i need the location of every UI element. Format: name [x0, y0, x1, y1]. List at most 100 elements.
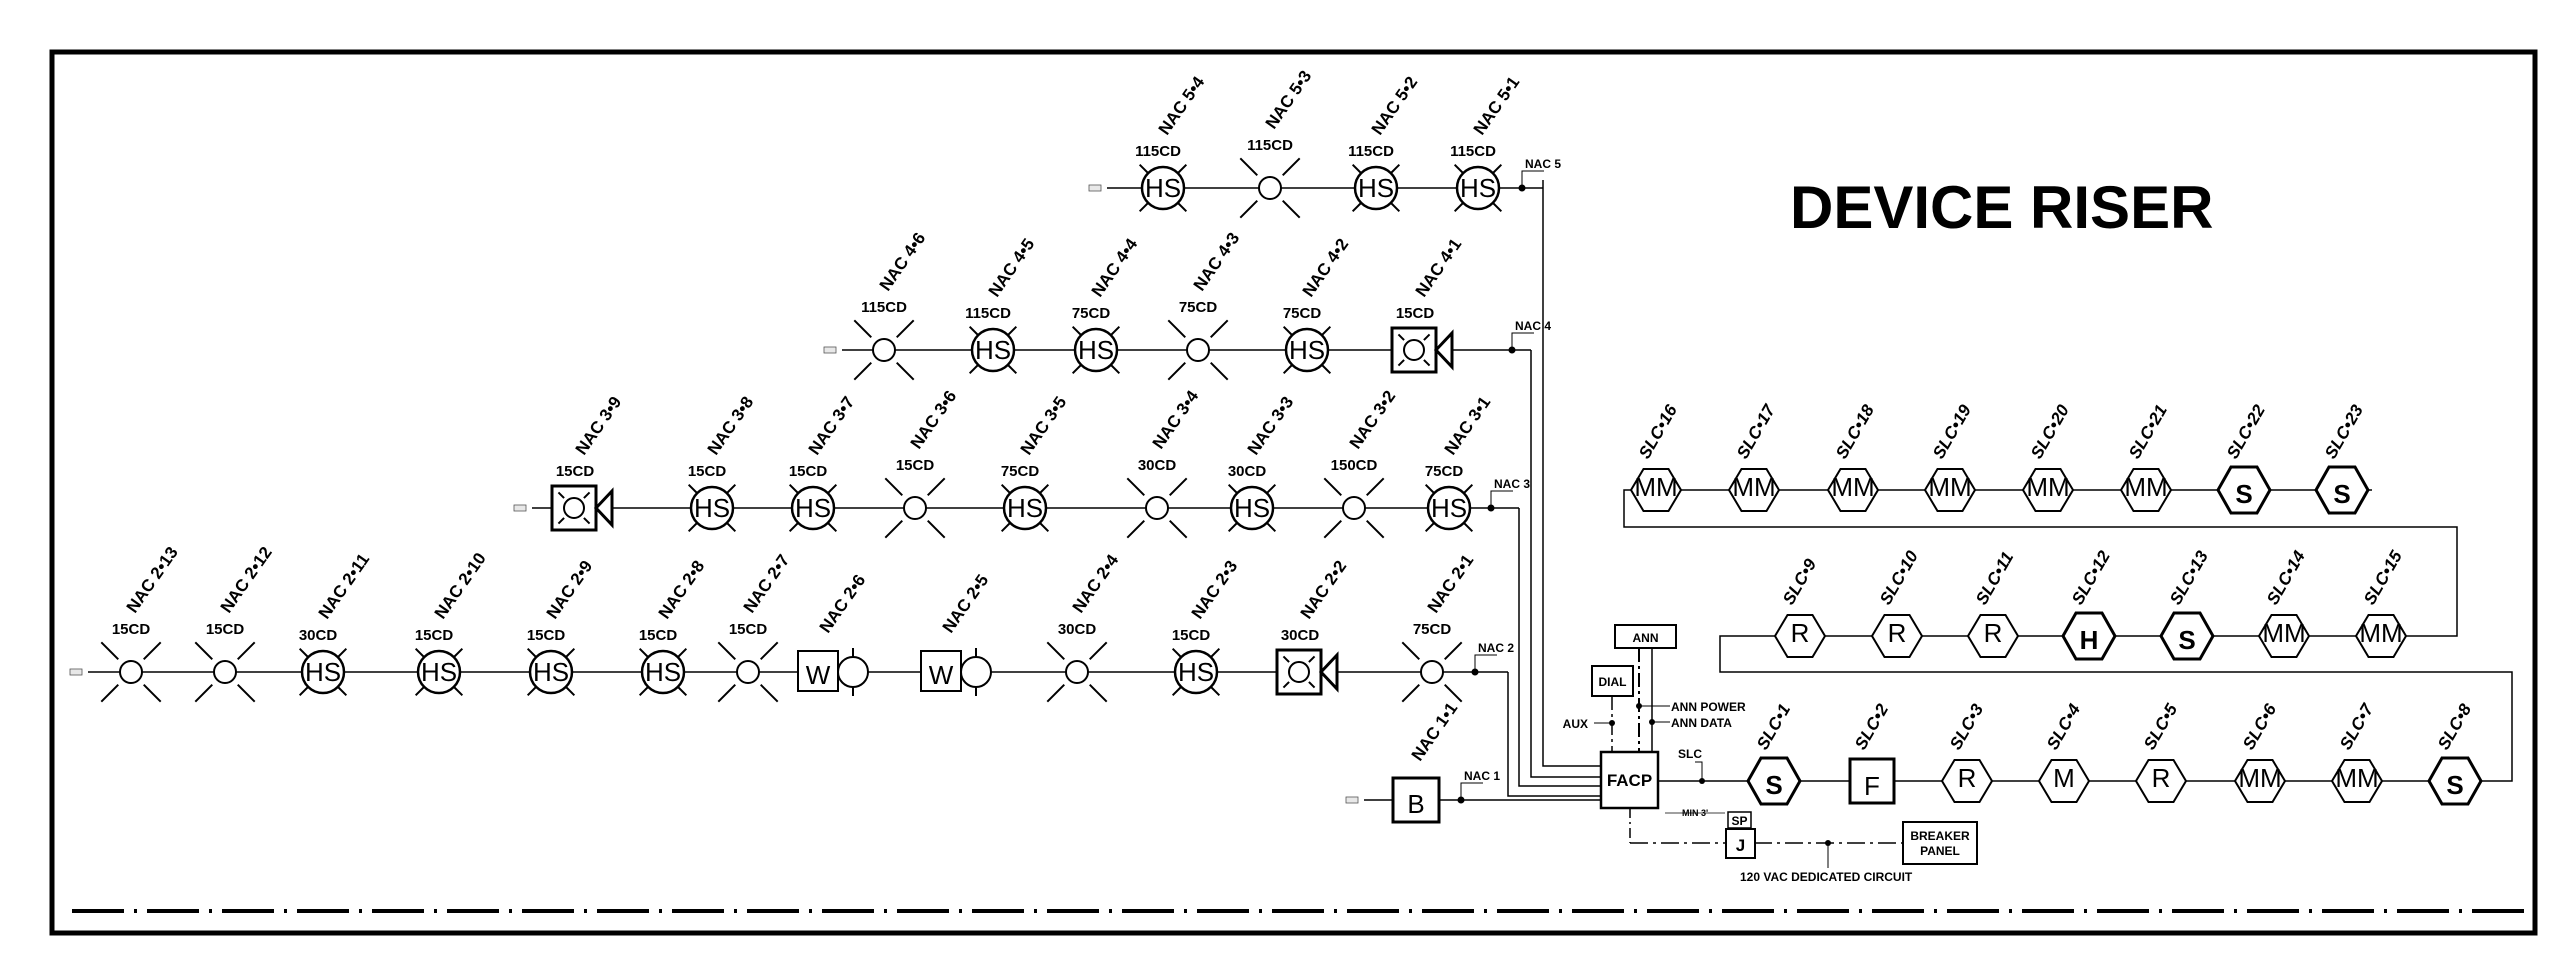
strobe-ray — [526, 647, 538, 659]
facp-label: FACP — [1607, 771, 1652, 790]
device-id-label: NAC 2•13 — [123, 543, 182, 616]
candela-rating: 30CD — [1228, 463, 1267, 480]
slc-device-slc-15[interactable]: MM SLC•15 — [2354, 547, 2408, 658]
strobe-ray — [1351, 163, 1363, 175]
nac-tap-leader — [1511, 332, 1534, 350]
relay-module-icon — [2134, 759, 2188, 803]
device-symbol-text: H — [2080, 625, 2099, 655]
device-symbol-text: MM — [2359, 618, 2402, 648]
device-symbol-text: S — [2178, 625, 2195, 655]
device-id-label: SLC•6 — [2239, 700, 2280, 753]
strobe-ray — [1282, 363, 1294, 375]
strobe-ray — [968, 363, 980, 375]
strobe-ray — [100, 684, 119, 703]
j-box-junction[interactable] — [1725, 828, 1756, 859]
strobe-ray — [1453, 163, 1465, 175]
facp-box[interactable] — [1599, 750, 1660, 810]
device-id-label: SLC•15 — [2360, 547, 2406, 608]
dial-box[interactable] — [1591, 665, 1634, 697]
candela-rating: 115CD — [1135, 143, 1181, 160]
strobe-ray — [826, 521, 838, 533]
monitor-module-icon — [2021, 468, 2075, 512]
strobe-icon — [736, 660, 760, 684]
horn-strobe-icon — [1426, 485, 1472, 531]
horn-strobe-icon — [1284, 327, 1330, 373]
strobe-ray — [1320, 363, 1332, 375]
strobe-ray — [1423, 333, 1431, 341]
strobe-ray — [1389, 201, 1401, 213]
horn-strobe-icon — [528, 649, 574, 695]
device-id-label: NAC 4•5 — [985, 235, 1039, 300]
strobe-ray — [1282, 655, 1290, 663]
strobe-ray — [1046, 684, 1065, 703]
device-symbol-text: B — [1407, 789, 1424, 819]
candela-rating: 75CD — [1072, 305, 1111, 322]
nac-bus-to-facp — [1530, 350, 1601, 778]
ann-box[interactable] — [1614, 624, 1677, 649]
candela-rating: 30CD — [1281, 627, 1320, 644]
strobe-ray — [564, 685, 576, 697]
breaker-panel-box[interactable] — [1902, 821, 1978, 865]
nac-tap-label: NAC 3 — [1494, 477, 1530, 491]
candela-rating: 15CD — [527, 627, 566, 644]
candela-rating: 115CD — [965, 305, 1011, 322]
nac-tap-label: NAC 1 — [1464, 769, 1500, 783]
